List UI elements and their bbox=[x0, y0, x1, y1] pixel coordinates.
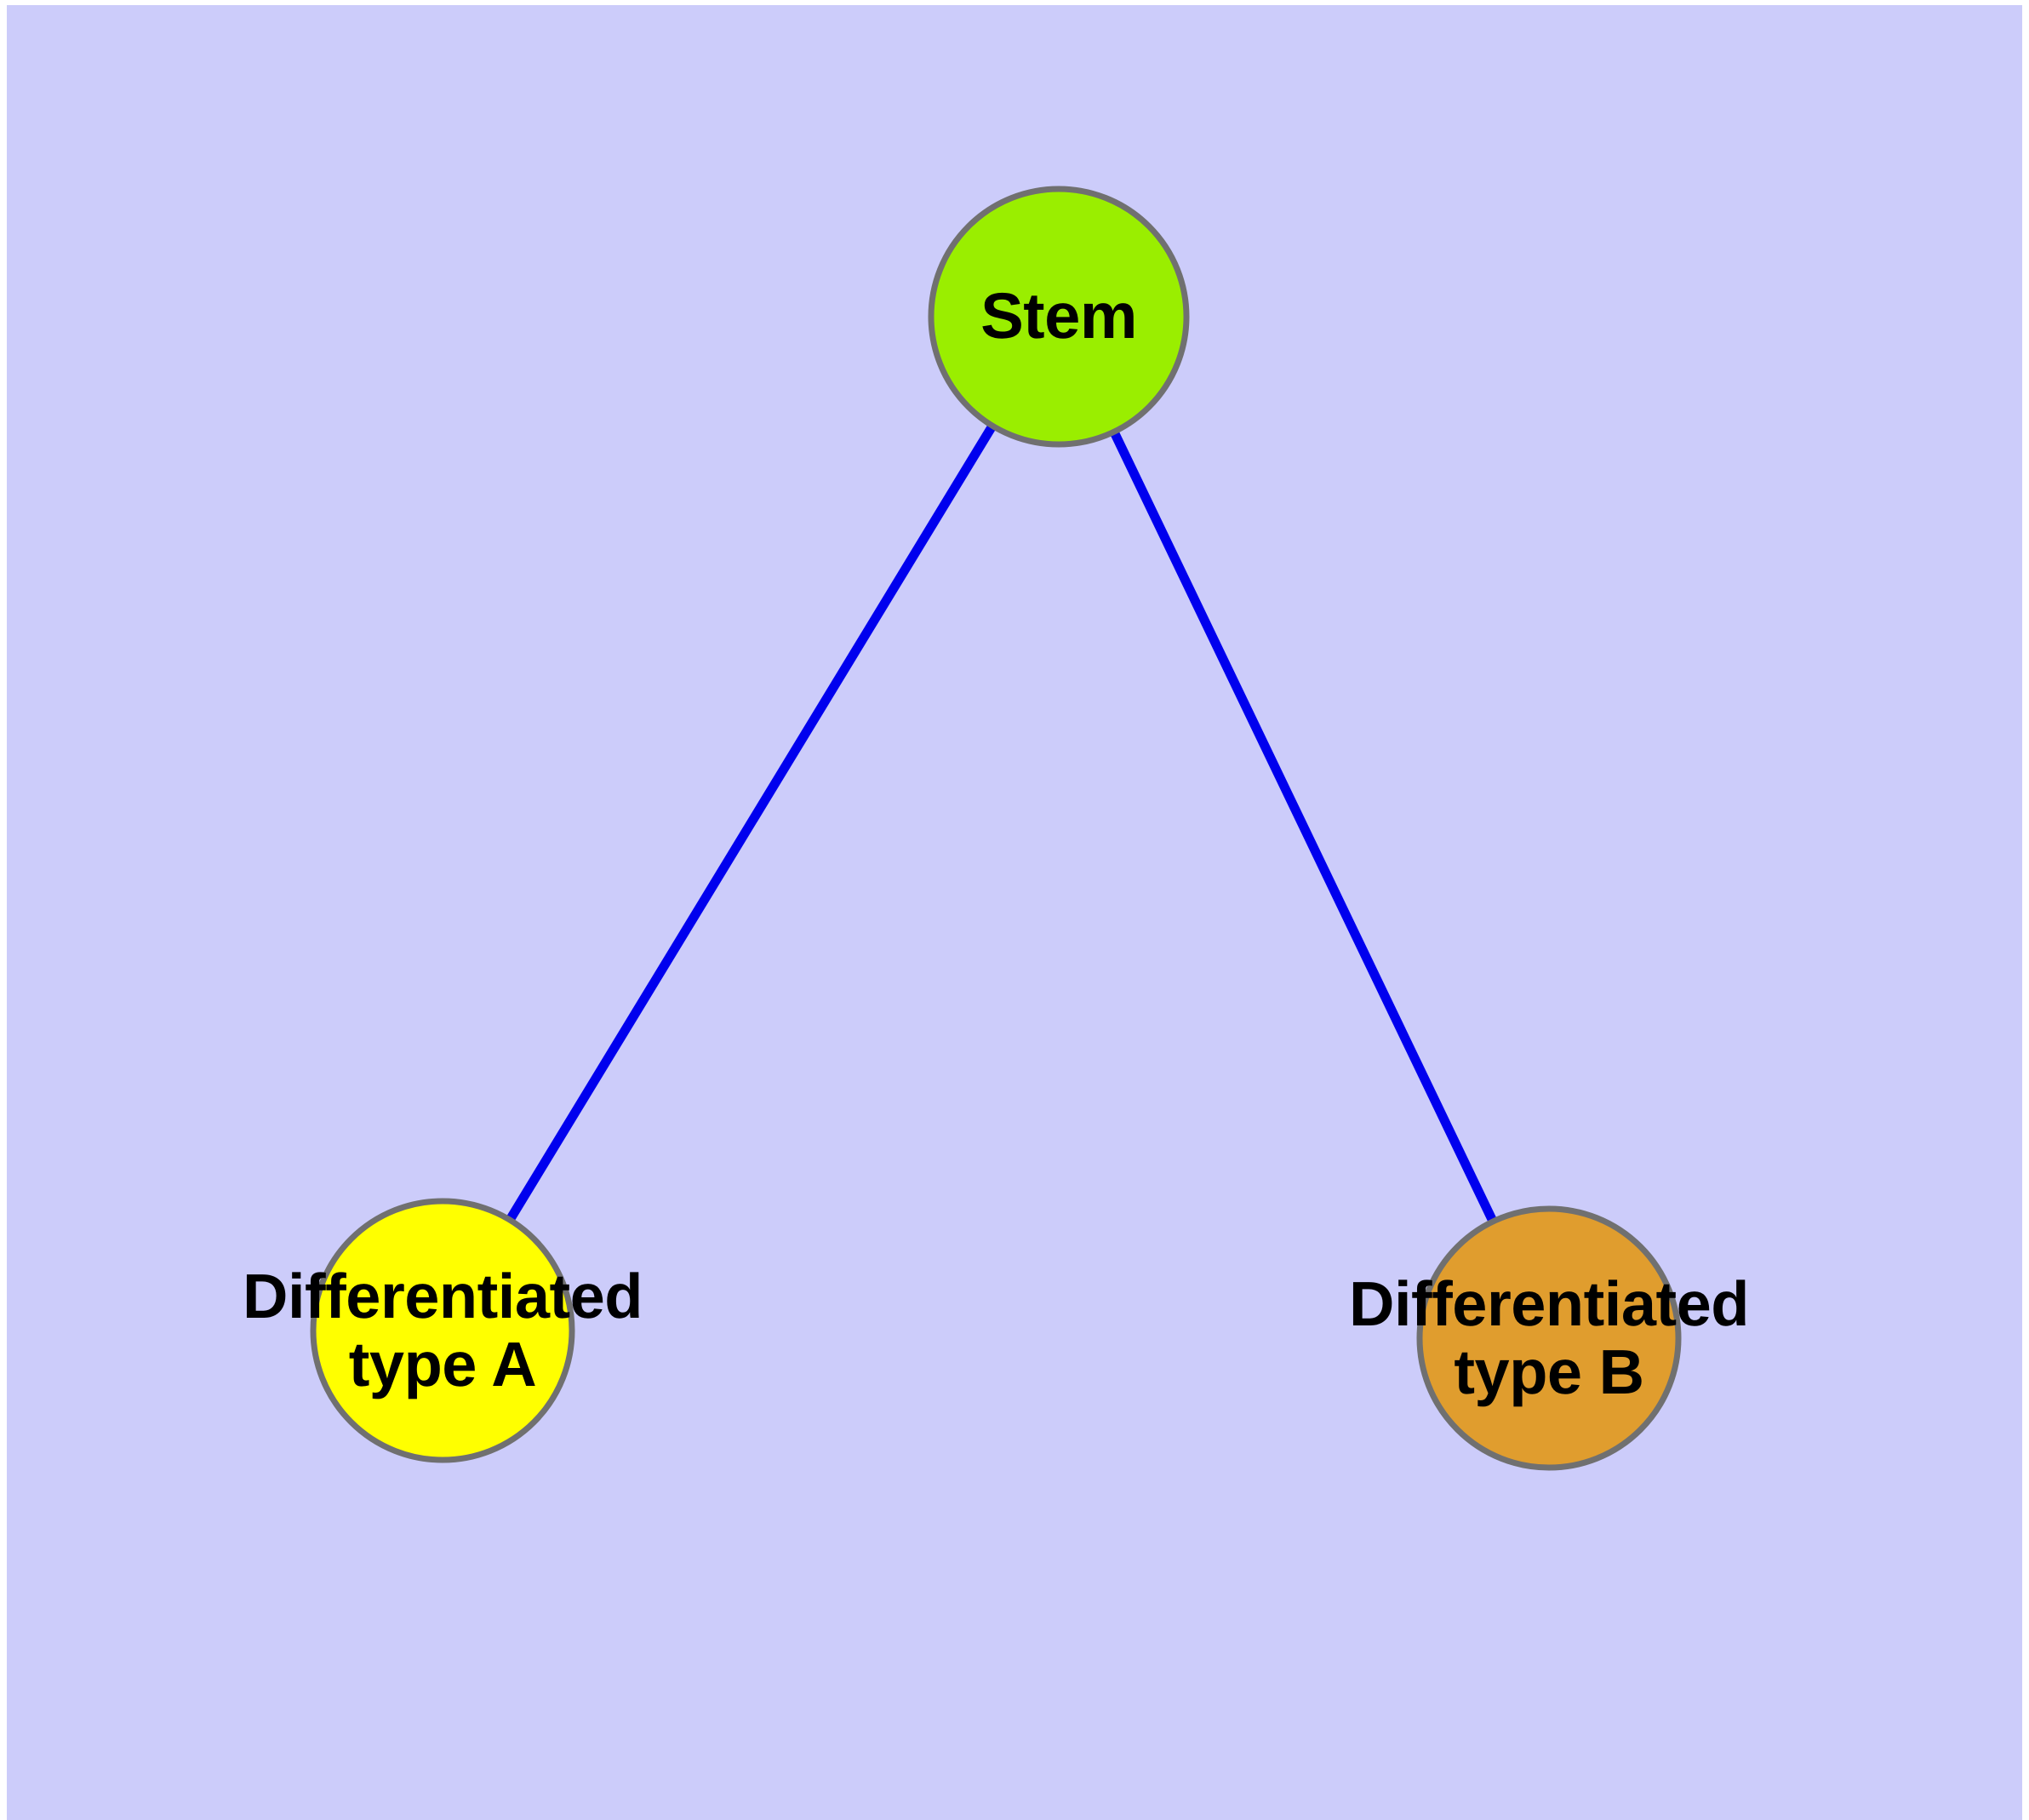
graph-node-diff_a[interactable] bbox=[310, 1198, 575, 1463]
graph-edge[interactable] bbox=[438, 314, 1063, 1333]
graph-edge[interactable] bbox=[1055, 314, 1553, 1341]
graph-node-diff_b[interactable] bbox=[1416, 1205, 1682, 1471]
node-layer bbox=[310, 186, 1682, 1471]
graph-node-stem[interactable] bbox=[928, 186, 1190, 448]
edge-layer bbox=[438, 314, 1553, 1341]
